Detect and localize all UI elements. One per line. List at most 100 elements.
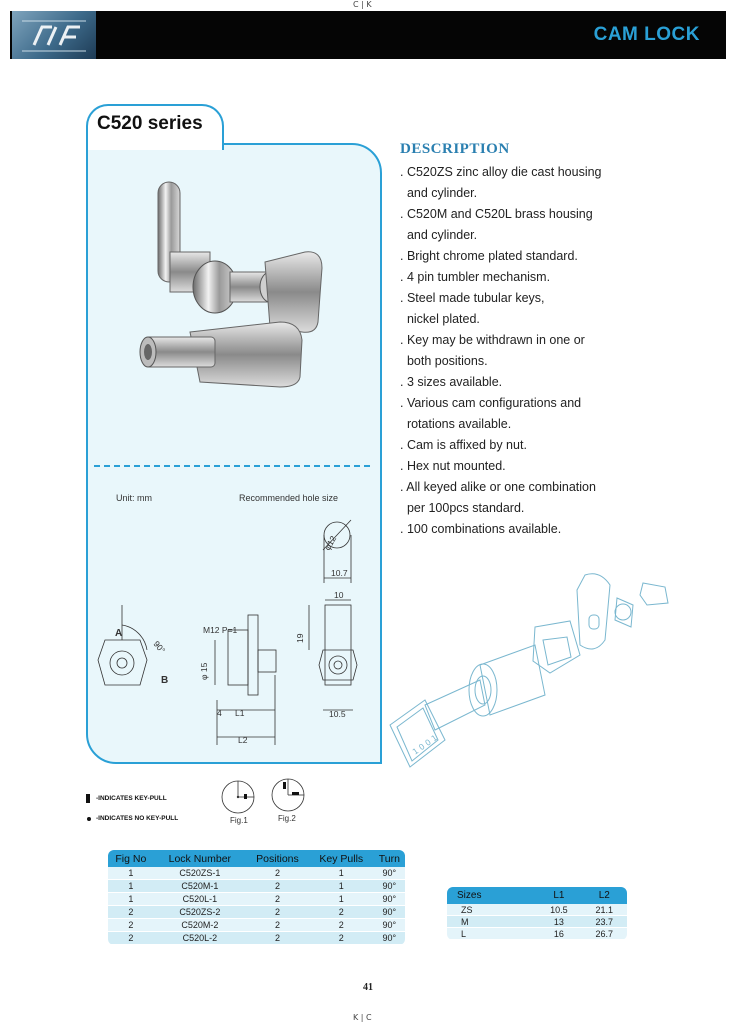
fig1-diagram bbox=[221, 780, 255, 814]
section-divider bbox=[94, 465, 370, 467]
table-header-cell: Key Pulls bbox=[308, 850, 374, 867]
description-list: . C520ZS zinc alloy die cast housing and… bbox=[400, 162, 720, 540]
table-cell: 10.5 bbox=[536, 904, 582, 916]
table-cell: 1 bbox=[308, 892, 374, 906]
description-item: per 100pcs standard. bbox=[400, 501, 525, 515]
table-cell: 2 bbox=[308, 931, 374, 945]
table-header-cell: Lock Number bbox=[153, 850, 246, 867]
dim-10-5: 10.5 bbox=[329, 709, 346, 719]
table-cell: 90° bbox=[373, 892, 405, 906]
description-item: . Key may be withdrawn in one or bbox=[400, 333, 585, 347]
description-item: . Steel made tubular keys, bbox=[400, 291, 545, 305]
dim-thread: M12 P=1 bbox=[203, 625, 238, 635]
label-a: A bbox=[115, 628, 122, 639]
table-header-cell: Turn bbox=[373, 850, 405, 867]
table-cell: 90° bbox=[373, 931, 405, 945]
table-cell: 13 bbox=[536, 915, 582, 928]
table-cell: 90° bbox=[373, 879, 405, 893]
no-key-pull-marker bbox=[87, 817, 91, 821]
table-cell: 23.7 bbox=[581, 915, 627, 928]
table-cell: 2 bbox=[245, 905, 309, 919]
table-cell: C520ZS-1 bbox=[153, 867, 246, 880]
description-item: and cylinder. bbox=[400, 186, 478, 200]
table-cell: 1 bbox=[308, 879, 374, 893]
table-cell: 2 bbox=[308, 918, 374, 932]
description-item: . 4 pin tumbler mechanism. bbox=[400, 270, 551, 284]
table-cell: 2 bbox=[245, 931, 309, 945]
table-cell: 2 bbox=[245, 867, 309, 880]
table-cell: C520M-2 bbox=[153, 918, 246, 932]
cam-lock-product-photo bbox=[139, 181, 323, 388]
table-cell: 2 bbox=[108, 931, 154, 945]
description-item: nickel plated. bbox=[400, 312, 480, 326]
dim-19: 19 bbox=[295, 633, 305, 643]
description-item: . All keyed alike or one combination bbox=[400, 480, 596, 494]
page-title: CAM LOCK bbox=[593, 24, 700, 45]
brand-logo bbox=[12, 11, 96, 59]
description-item: . 100 combinations available. bbox=[400, 522, 562, 536]
table-cell: 21.1 bbox=[581, 904, 627, 916]
table-cell: 2 bbox=[108, 905, 154, 919]
table-cell: L bbox=[447, 927, 537, 940]
table-header-cell: Sizes bbox=[447, 887, 537, 904]
exploded-view-drawing: 1 0 0 1 bbox=[389, 573, 669, 768]
technical-drawing: φ12 10.7 10 19 10.5 M12 P=1 φ 15 4 L1 L2… bbox=[97, 519, 358, 745]
fig1-label: Fig.1 bbox=[230, 816, 248, 825]
table-cell: C520ZS-2 bbox=[153, 905, 246, 919]
table-cell: C520L-2 bbox=[153, 931, 246, 945]
registration-mark-top: C | K bbox=[353, 0, 372, 9]
key-pull-marker bbox=[86, 794, 90, 803]
table-cell: 90° bbox=[373, 918, 405, 932]
table-cell: 1 bbox=[108, 892, 154, 906]
description-item: . 3 sizes available. bbox=[400, 375, 503, 389]
description-item: . Hex nut mounted. bbox=[400, 459, 506, 473]
description-item: . Various cam configurations and bbox=[400, 396, 582, 410]
table-cell: ZS bbox=[447, 904, 537, 916]
table-header-cell: Fig No bbox=[108, 850, 154, 867]
header-bar bbox=[10, 11, 726, 59]
description-item: . Cam is affixed by nut. bbox=[400, 438, 527, 452]
table-cell: 26.7 bbox=[581, 927, 627, 940]
description-item: and cylinder. bbox=[400, 228, 478, 242]
registration-mark-bottom: K | C bbox=[353, 1013, 372, 1022]
dim-l2: L2 bbox=[238, 735, 248, 745]
fig2-label: Fig.2 bbox=[278, 814, 296, 823]
table-cell: 1 bbox=[108, 879, 154, 893]
no-key-pull-legend: -INDICATES NO KEY-PULL bbox=[96, 815, 179, 822]
table-header-cell: L2 bbox=[581, 887, 627, 904]
dim-10: 10 bbox=[334, 590, 344, 600]
dim-4: 4 bbox=[217, 708, 222, 718]
dim-l1: L1 bbox=[235, 708, 245, 718]
description-title: DESCRIPTION bbox=[400, 141, 510, 157]
series-title: C520 series bbox=[97, 113, 203, 134]
table-cell: 2 bbox=[108, 918, 154, 932]
dim-15: φ 15 bbox=[199, 662, 209, 680]
table-cell: C520M-1 bbox=[153, 879, 246, 893]
dim-angle: 90° bbox=[151, 639, 167, 655]
description-item: rotations available. bbox=[400, 417, 512, 431]
description-item: . C520ZS zinc alloy die cast housing bbox=[400, 165, 602, 179]
table-cell: 90° bbox=[373, 867, 405, 880]
label-b: B bbox=[161, 675, 168, 686]
table-cell: 16 bbox=[536, 927, 582, 940]
table-cell: 1 bbox=[308, 867, 374, 880]
dim-10-7: 10.7 bbox=[331, 568, 348, 578]
description-item: . C520M and C520L brass housing bbox=[400, 207, 593, 221]
fig2-diagram bbox=[271, 778, 305, 812]
key-pull-legend: -INDICATES KEY-PULL bbox=[96, 795, 167, 802]
table-cell: 2 bbox=[245, 892, 309, 906]
table-cell: 2 bbox=[308, 905, 374, 919]
